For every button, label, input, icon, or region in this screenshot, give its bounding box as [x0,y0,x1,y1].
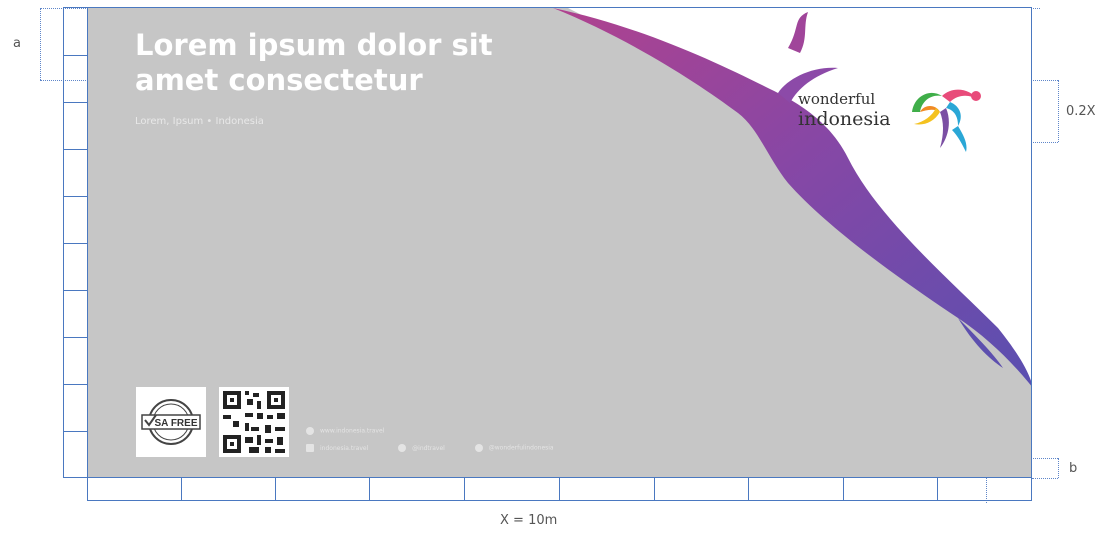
banner-panel: wonderful indonesia SA FREE [87,7,1032,478]
guide-logo-dim [1058,80,1059,142]
guide-b-dim [1058,458,1059,478]
banner-title: Lorem ipsum dolor sit amet consectetur [135,28,555,98]
guide-b-bottom [1032,478,1058,479]
qr-code [219,387,289,457]
banner-title-line1: Lorem ipsum dolor sit [135,28,493,62]
logo-word-indonesia: indonesia [798,108,891,130]
swoosh-graphic [553,8,1031,386]
label-width: X = 10m [500,513,558,528]
banner-subtitle: Lorem, Ipsum • Indonesia [135,116,264,127]
logo-word-wonderful: wonderful [798,90,876,108]
facebook-icon [306,444,314,452]
globe-icon [306,427,314,435]
guide-a-left [40,8,41,80]
wonderful-indonesia-logo: wonderful indonesia [798,82,981,152]
horizontal-ruler [87,478,1032,501]
instagram-icon [474,444,483,452]
badge-label: SA FREE [155,418,198,429]
vertical-ruler [63,7,88,478]
label-a: a [13,36,21,51]
logo-bird-icon [912,89,981,152]
twitter-icon [398,444,407,452]
footer-social: indonesia.travel @indtravel @wonderfulin… [306,444,554,452]
label-b: b [1069,461,1078,476]
certification-stamp-icon: SA FREE [141,399,201,445]
label-logo-height: 0.2X [1066,104,1096,119]
banner-title-line2: amet consectetur [135,63,423,97]
footer-website: www.indonesia.travel [306,427,384,435]
qr-code-icon [223,391,285,453]
sa-free-badge: SA FREE [136,387,206,457]
